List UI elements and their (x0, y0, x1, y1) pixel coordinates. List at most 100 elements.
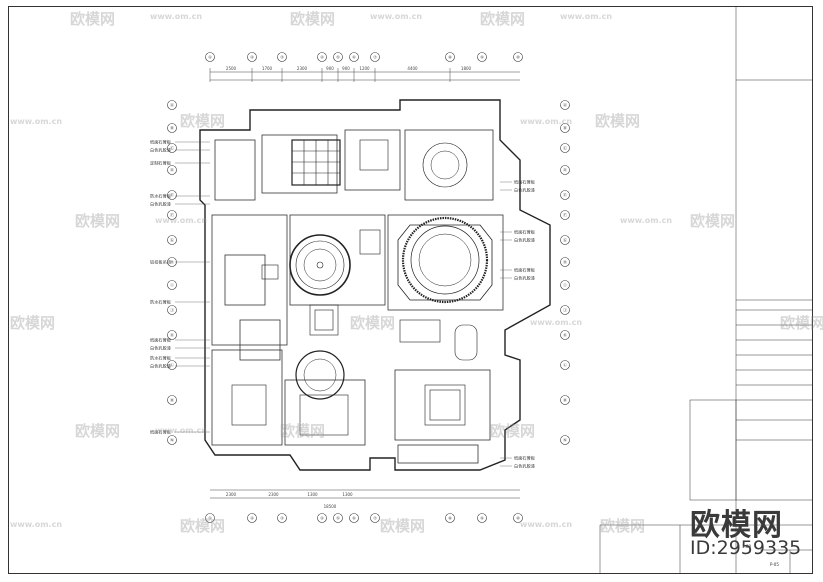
grid-bubble-left: Ⓕ (167, 210, 177, 220)
svg-text:纸面石膏板: 纸面石膏板 (150, 139, 172, 146)
ceiling-material-note: 纸面石膏板 (500, 229, 536, 236)
grid-bubble-right: Ⓘ (560, 280, 570, 290)
svg-text:Ⓐ: Ⓐ (563, 102, 567, 108)
svg-text:Ⓖ: Ⓖ (170, 237, 174, 243)
dimension-value: 1700 (262, 66, 273, 71)
watermark-brand-large: 欧模网 (690, 508, 783, 543)
top-dimension-chain (210, 71, 520, 81)
room-partitions (211, 129, 504, 464)
dimension-value: 2300 (268, 492, 279, 497)
svg-text:⑧: ⑧ (448, 55, 452, 60)
svg-text:Ⓚ: Ⓚ (563, 332, 567, 338)
grid-bubble-right: Ⓝ (560, 435, 570, 445)
svg-text:⑤: ⑤ (336, 55, 340, 60)
svg-text:③: ③ (280, 55, 284, 60)
grid-bubble-top: ⑥ (349, 52, 359, 62)
ceiling-material-note: 防水石膏板 (150, 299, 210, 306)
grid-bubble-right: Ⓗ (560, 257, 570, 267)
svg-text:白色乳胶漆: 白色乳胶漆 (514, 463, 535, 470)
svg-text:白色乳胶漆: 白色乳胶漆 (150, 147, 171, 154)
svg-text:Ⓔ: Ⓔ (563, 192, 567, 198)
grid-bubble-left: Ⓑ (167, 123, 177, 133)
svg-text:Ⓚ: Ⓚ (170, 332, 174, 338)
svg-text:②: ② (250, 516, 254, 521)
svg-text:⑦: ⑦ (373, 55, 377, 60)
svg-text:Ⓒ: Ⓒ (563, 145, 567, 151)
grid-bubble-top: ⑤ (333, 52, 343, 62)
svg-text:白色乳胶漆: 白色乳胶漆 (150, 363, 171, 370)
svg-text:铝扣板吊顶: 铝扣板吊顶 (150, 259, 172, 266)
svg-text:⑨: ⑨ (480, 516, 484, 521)
grid-bubble-top: ③ (277, 52, 287, 62)
svg-text:⑩: ⑩ (516, 516, 520, 521)
svg-text:Ⓕ: Ⓕ (170, 212, 174, 218)
ceiling-material-note: 防水石膏板 (150, 193, 210, 200)
dimension-value: 2300 (226, 492, 237, 497)
title-block (599, 6, 813, 574)
svg-text:Ⓔ: Ⓔ (170, 192, 174, 198)
svg-text:Ⓝ: Ⓝ (170, 437, 174, 443)
svg-text:防水石膏板: 防水石膏板 (150, 299, 172, 306)
grid-bubble-right: Ⓑ (560, 123, 570, 133)
svg-text:①: ① (208, 516, 212, 521)
dimension-value: 1300 (342, 492, 353, 497)
svg-text:防水石膏板: 防水石膏板 (150, 193, 172, 200)
svg-text:③: ③ (280, 516, 284, 521)
svg-text:Ⓛ: Ⓛ (170, 362, 174, 368)
svg-text:Ⓝ: Ⓝ (563, 437, 567, 443)
grid-bubble-right: Ⓛ (560, 360, 570, 370)
svg-text:Ⓗ: Ⓗ (170, 259, 174, 265)
svg-text:⑥: ⑥ (352, 516, 356, 521)
svg-text:纸面石膏板: 纸面石膏板 (514, 267, 536, 274)
grid-bubble-right: Ⓜ (560, 395, 570, 405)
dimension-value: 900 (342, 66, 350, 71)
grid-bubble-top: ⑦ (370, 52, 380, 62)
svg-text:Ⓙ: Ⓙ (170, 307, 174, 313)
fixtures (231, 139, 478, 436)
grid-bubble-left: Ⓛ (167, 360, 177, 370)
ceiling-material-note: 白色乳胶漆 (500, 463, 535, 470)
grid-bubble-top: ① (205, 52, 215, 62)
grid-bubble-right: Ⓒ (560, 143, 570, 153)
grid-bubble-top: ⑧ (445, 52, 455, 62)
bottom-dimension-chain (210, 489, 520, 499)
svg-text:Ⓑ: Ⓑ (563, 125, 567, 131)
ceiling-material-note: 纸面石膏板 (500, 267, 536, 274)
grid-bubble-left: Ⓙ (167, 305, 177, 315)
ceiling-material-note: 纸面石膏板 (150, 337, 210, 344)
ceiling-material-note: 白色乳胶漆 (150, 345, 210, 352)
ceiling-material-note: 白色乳胶漆 (150, 147, 210, 154)
grid-bubble-left: Ⓔ (167, 190, 177, 200)
building-outline (199, 99, 551, 471)
svg-text:Ⓛ: Ⓛ (563, 362, 567, 368)
svg-text:Ⓖ: Ⓖ (563, 237, 567, 243)
svg-text:①: ① (208, 55, 212, 60)
ceiling-material-note: 纸面石膏板 (150, 429, 210, 436)
svg-text:⑦: ⑦ (373, 516, 377, 521)
drawing-frame (8, 6, 813, 574)
dome-ceilings (289, 142, 493, 400)
dimension-value: 2500 (226, 66, 237, 71)
grid-bubble-top: ④ (317, 52, 327, 62)
svg-text:防水石膏板: 防水石膏板 (150, 355, 172, 362)
grid-bubble-left: Ⓐ (167, 100, 177, 110)
dimension-value: 900 (326, 66, 334, 71)
grid-bubble-left: Ⓖ (167, 235, 177, 245)
svg-text:Ⓗ: Ⓗ (563, 259, 567, 265)
svg-text:白色乳胶漆: 白色乳胶漆 (150, 201, 171, 208)
left-annotations: 纸面石膏板白色乳胶漆定制石膏板防水石膏板白色乳胶漆铝扣板吊顶防水石膏板纸面石膏板… (150, 139, 210, 436)
svg-text:Ⓘ: Ⓘ (170, 282, 174, 288)
ceiling-material-note: 防水石膏板 (150, 355, 210, 362)
ceiling-material-note: 白色乳胶漆 (500, 275, 535, 282)
svg-text:⑩: ⑩ (516, 55, 520, 60)
grid-bubble-bottom: ⑥ (349, 513, 359, 523)
svg-text:Ⓒ: Ⓒ (170, 145, 174, 151)
ceiling-material-note: 纸面石膏板 (500, 455, 536, 462)
grid-bubble-bottom: ⑧ (445, 513, 455, 523)
svg-text:②: ② (250, 55, 254, 60)
grid-bubble-top: ② (247, 52, 257, 62)
grid-bubble-bottom: ① (205, 513, 215, 523)
